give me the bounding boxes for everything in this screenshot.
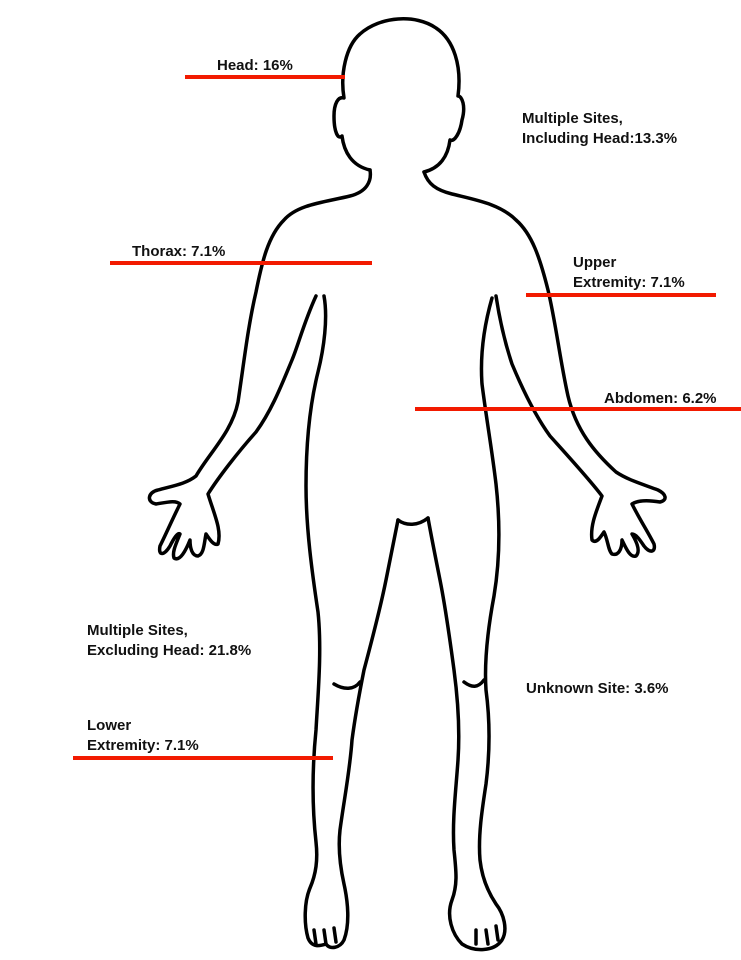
thorax-label: Thorax: 7.1% (132, 242, 225, 261)
head-marker-line (185, 75, 345, 79)
left-knee-mark (334, 682, 360, 688)
abdomen-label: Abdomen: 6.2% (604, 389, 717, 408)
lower-extremity-marker-line (73, 756, 333, 760)
multiple-including-head-line1: Multiple Sites, (522, 109, 623, 128)
multiple-excluding-head-line1: Multiple Sites, (87, 621, 188, 640)
crotch-outline (398, 518, 428, 524)
lower-extremity-line1: Lower (87, 716, 131, 735)
head-label: Head: 16% (217, 56, 293, 75)
multiple-excluding-head-line2: Excluding Head: 21.8% (87, 641, 251, 660)
right-knee-mark (464, 680, 484, 686)
right-toes (476, 926, 498, 944)
upper-extremity-line2: Extremity: 7.1% (573, 273, 685, 292)
unknown-site-label: Unknown Site: 3.6% (526, 679, 669, 698)
upper-extremity-line1: Upper (573, 253, 616, 272)
right-body-outline (424, 172, 665, 556)
right-torso-leg-outline (428, 298, 505, 950)
left-body-outline (149, 170, 370, 559)
left-toes (314, 928, 336, 944)
head-outline (334, 19, 464, 172)
lower-extremity-line2: Extremity: 7.1% (87, 736, 199, 755)
upper-extremity-marker-line (526, 293, 716, 297)
multiple-including-head-line2: Including Head:13.3% (522, 129, 677, 148)
thorax-marker-line (110, 261, 372, 265)
left-torso-leg-outline (305, 296, 398, 947)
